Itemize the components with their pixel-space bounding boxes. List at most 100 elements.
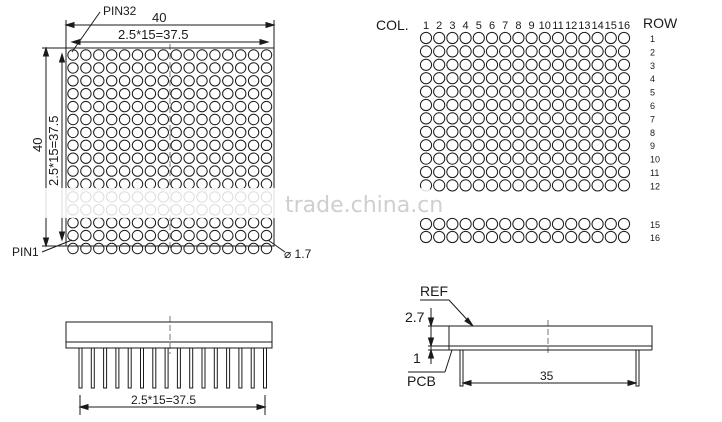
matrix-led-dot <box>485 179 499 192</box>
pin-lead <box>127 347 132 389</box>
front-led-dot <box>222 217 234 229</box>
watermark-backdrop <box>30 188 430 218</box>
front-led-dot <box>131 126 144 139</box>
front-led-dot <box>183 242 195 255</box>
pin32-leader <box>71 11 101 53</box>
matrix-led-dot <box>551 139 565 152</box>
matrix-led-dot <box>512 217 525 231</box>
front-led-dot <box>209 49 221 61</box>
front-led-dot <box>106 139 118 152</box>
front-led-dot <box>247 178 260 190</box>
front-led-dot <box>235 178 247 190</box>
front-led-dot <box>247 49 260 61</box>
matrix-led-dot <box>538 139 551 152</box>
matrix-led-dot <box>499 230 512 244</box>
front-led-dot <box>118 217 131 229</box>
front-led-dot <box>93 49 105 61</box>
matrix-led-dot <box>512 72 525 85</box>
matrix-led-dot <box>433 98 446 112</box>
matrix-led-dot <box>578 112 591 125</box>
matrix-led-dot <box>525 98 538 112</box>
front-led-dot <box>235 100 247 113</box>
matrix-led-dot <box>538 72 551 85</box>
front-led-dot <box>80 88 92 100</box>
row-number: 2 <box>650 47 655 57</box>
matrix-led-dot <box>617 31 631 45</box>
front-led-dot <box>106 88 118 100</box>
matrix-led-dot <box>459 72 472 85</box>
matrix-led-dot <box>565 112 578 125</box>
matrix-led-dot <box>565 45 578 58</box>
front-led-dot <box>157 62 170 74</box>
front-led-dot <box>106 62 118 74</box>
matrix-led-dot <box>578 31 591 45</box>
matrix-led-dot <box>419 112 433 125</box>
side-pin-left <box>459 349 464 387</box>
front-led-dot <box>183 100 195 113</box>
front-led-dot <box>260 49 273 61</box>
front-led-dot <box>235 152 247 164</box>
front-led-dot <box>196 242 208 255</box>
matrix-led-dot <box>446 58 459 71</box>
column-number: 5 <box>476 20 482 32</box>
matrix-led-dot <box>499 72 512 85</box>
matrix-led-dot <box>459 85 472 98</box>
front-led-dot <box>209 62 221 74</box>
matrix-led-dot <box>565 217 578 231</box>
pitch-span-side-label: 2.5*15=37.5 <box>46 116 61 186</box>
matrix-led-dot <box>591 165 604 179</box>
front-led-dot <box>170 217 182 229</box>
dot-diameter-label: ⌀ 1.7 <box>284 247 312 261</box>
matrix-led-dot <box>485 58 499 71</box>
matrix-led-dot <box>433 31 446 45</box>
front-led-dot <box>67 139 79 152</box>
matrix-led-dot <box>472 112 485 125</box>
front-led-dot <box>118 152 131 164</box>
front-led-dot <box>106 75 118 87</box>
matrix-led-dot <box>604 72 617 85</box>
front-led-dot <box>106 100 118 113</box>
matrix-led-dot <box>604 58 617 71</box>
matrix-led-dot <box>512 85 525 98</box>
matrix-led-dot <box>525 217 538 231</box>
matrix-led-dot <box>499 31 512 45</box>
front-led-dot <box>260 165 273 177</box>
row-number: 12 <box>650 181 660 191</box>
front-led-dot <box>209 75 221 87</box>
matrix-led-dot <box>433 139 446 152</box>
matrix-led-dot <box>538 58 551 71</box>
matrix-led-dot <box>538 98 551 112</box>
matrix-led-dot <box>485 125 499 138</box>
front-led-dot <box>144 217 157 229</box>
front-led-dot <box>196 62 208 74</box>
width-total-label: 40 <box>152 10 166 25</box>
matrix-led-dot <box>591 125 604 138</box>
front-led-dot <box>260 100 273 113</box>
matrix-led-dot <box>433 112 446 125</box>
front-led-dot <box>222 242 234 255</box>
matrix-led-dot <box>525 179 538 192</box>
matrix-led-dot <box>446 217 459 231</box>
matrix-led-dot <box>604 230 617 244</box>
front-led-dot <box>235 229 247 242</box>
matrix-led-dot <box>604 85 617 98</box>
matrix-led-dot <box>617 58 631 71</box>
front-led-dot <box>209 217 221 229</box>
front-led-dot <box>209 229 221 242</box>
matrix-led-dot <box>433 72 446 85</box>
front-led-dot <box>80 49 92 61</box>
row-number: 3 <box>650 61 655 71</box>
pin-lead <box>213 347 218 389</box>
matrix-led-dot <box>499 98 512 112</box>
matrix-led-dot <box>499 139 512 152</box>
front-led-dot <box>170 75 182 87</box>
matrix-led-dot <box>525 152 538 165</box>
matrix-led-dot <box>525 31 538 45</box>
front-led-dot <box>118 49 131 61</box>
matrix-led-dot <box>459 45 472 58</box>
front-led-dot <box>222 126 234 139</box>
front-led-dot <box>260 217 273 229</box>
matrix-led-dot <box>617 139 631 152</box>
front-led-dot <box>260 152 273 164</box>
